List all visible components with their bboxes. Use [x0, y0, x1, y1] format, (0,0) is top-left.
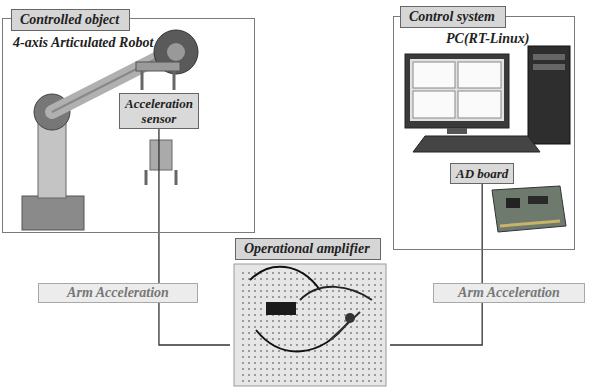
breadboard-illustration	[234, 264, 386, 386]
ad-board-illustration	[492, 186, 566, 232]
computer-illustration	[405, 46, 570, 152]
object-frame: Controlled object4-axis Articulated Robo…	[2, 18, 255, 233]
signal-label: Arm Acceleration	[38, 283, 198, 303]
signal-label: Arm Acceleration	[433, 283, 585, 303]
robot-illustration	[22, 30, 198, 230]
board-text: AD board	[456, 166, 508, 181]
control-frame: Control systemPC(RT-Linux)AD board	[393, 16, 575, 250]
amplifier-heading: Operational amplifier	[235, 238, 381, 260]
sensor-text: Acceleration sensor	[125, 96, 193, 126]
frame-subtitle: 4-axis Articulated Robot	[13, 35, 153, 51]
frame-heading: Control system	[400, 6, 506, 28]
board-label: AD board	[450, 163, 514, 184]
frame-heading: Controlled object	[11, 9, 130, 31]
frame-subtitle: PC(RT-Linux)	[446, 31, 530, 47]
amplifier-box: Operational amplifier	[230, 237, 390, 387]
signal-wire	[159, 129, 230, 345]
signal-wire	[390, 184, 482, 345]
sensor-label: Acceleration sensor	[119, 93, 199, 129]
